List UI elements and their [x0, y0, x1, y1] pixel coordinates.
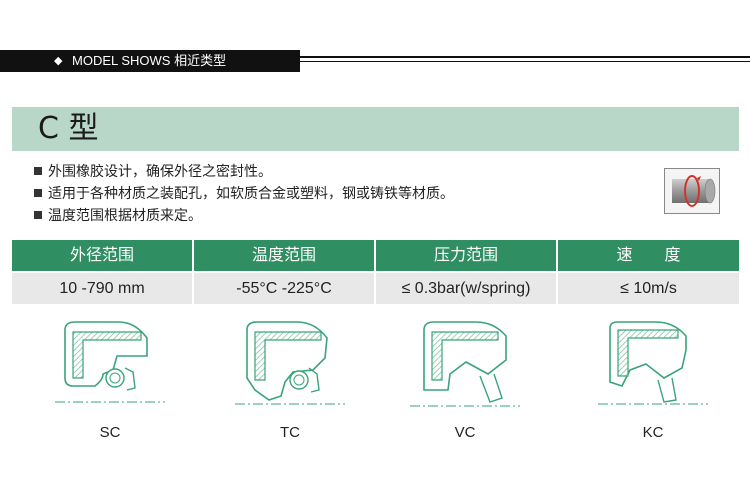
spec-value-cell: ≤ 10m/s — [558, 273, 739, 304]
spec-header-cell: 温度范围 — [194, 240, 374, 271]
bullet-square-icon — [34, 167, 42, 175]
bullet-square-icon — [34, 189, 42, 197]
seal-label-tc: TC — [280, 424, 300, 441]
spec-header-cell: 速 度 — [558, 240, 739, 271]
vc-seal-profile-icon — [410, 321, 520, 407]
spec-header-cell: 压力范围 — [376, 240, 556, 271]
spec-value-cell: -55°C -225°C — [194, 273, 374, 304]
section-header: ◆ MODEL SHOWS 相近类型 — [0, 50, 750, 72]
section-tab: ◆ MODEL SHOWS 相近类型 — [0, 50, 300, 72]
bullet-square-icon — [34, 211, 42, 219]
spec-value-cell: ≤ 0.3bar(w/spring) — [376, 273, 556, 304]
tc-seal-profile-icon — [235, 321, 345, 405]
spec-header-row: 外径范围 温度范围 压力范围 速 度 — [12, 240, 739, 271]
spec-value-row: 10 -790 mm -55°C -225°C ≤ 0.3bar(w/sprin… — [12, 273, 739, 304]
type-title: C 型 — [38, 111, 99, 146]
sc-seal-profile-icon — [55, 321, 165, 403]
section-divider-thick — [300, 56, 750, 58]
feature-text: 适用于各种材质之装配孔，如软质合金或塑料，钢或铸铁等材质。 — [48, 185, 454, 201]
seal-label-sc: SC — [99, 424, 121, 441]
kc-seal-profile-icon — [598, 321, 708, 405]
rotating-shaft-icon — [664, 168, 720, 214]
feature-text: 外围橡胶设计，确保外径之密封性。 — [48, 163, 272, 179]
type-banner: C 型 — [12, 107, 739, 151]
feature-text: 温度范围根据材质来定。 — [48, 207, 202, 223]
spec-value-cell: 10 -790 mm — [12, 273, 192, 304]
seal-label-kc: KC — [642, 424, 664, 441]
section-divider-thin — [300, 61, 750, 62]
seal-label-vc: VC — [454, 424, 476, 441]
spec-header-cell: 外径范围 — [12, 240, 192, 271]
section-title: MODEL SHOWS 相近类型 — [72, 53, 227, 68]
diamond-icon: ◆ — [54, 55, 63, 67]
